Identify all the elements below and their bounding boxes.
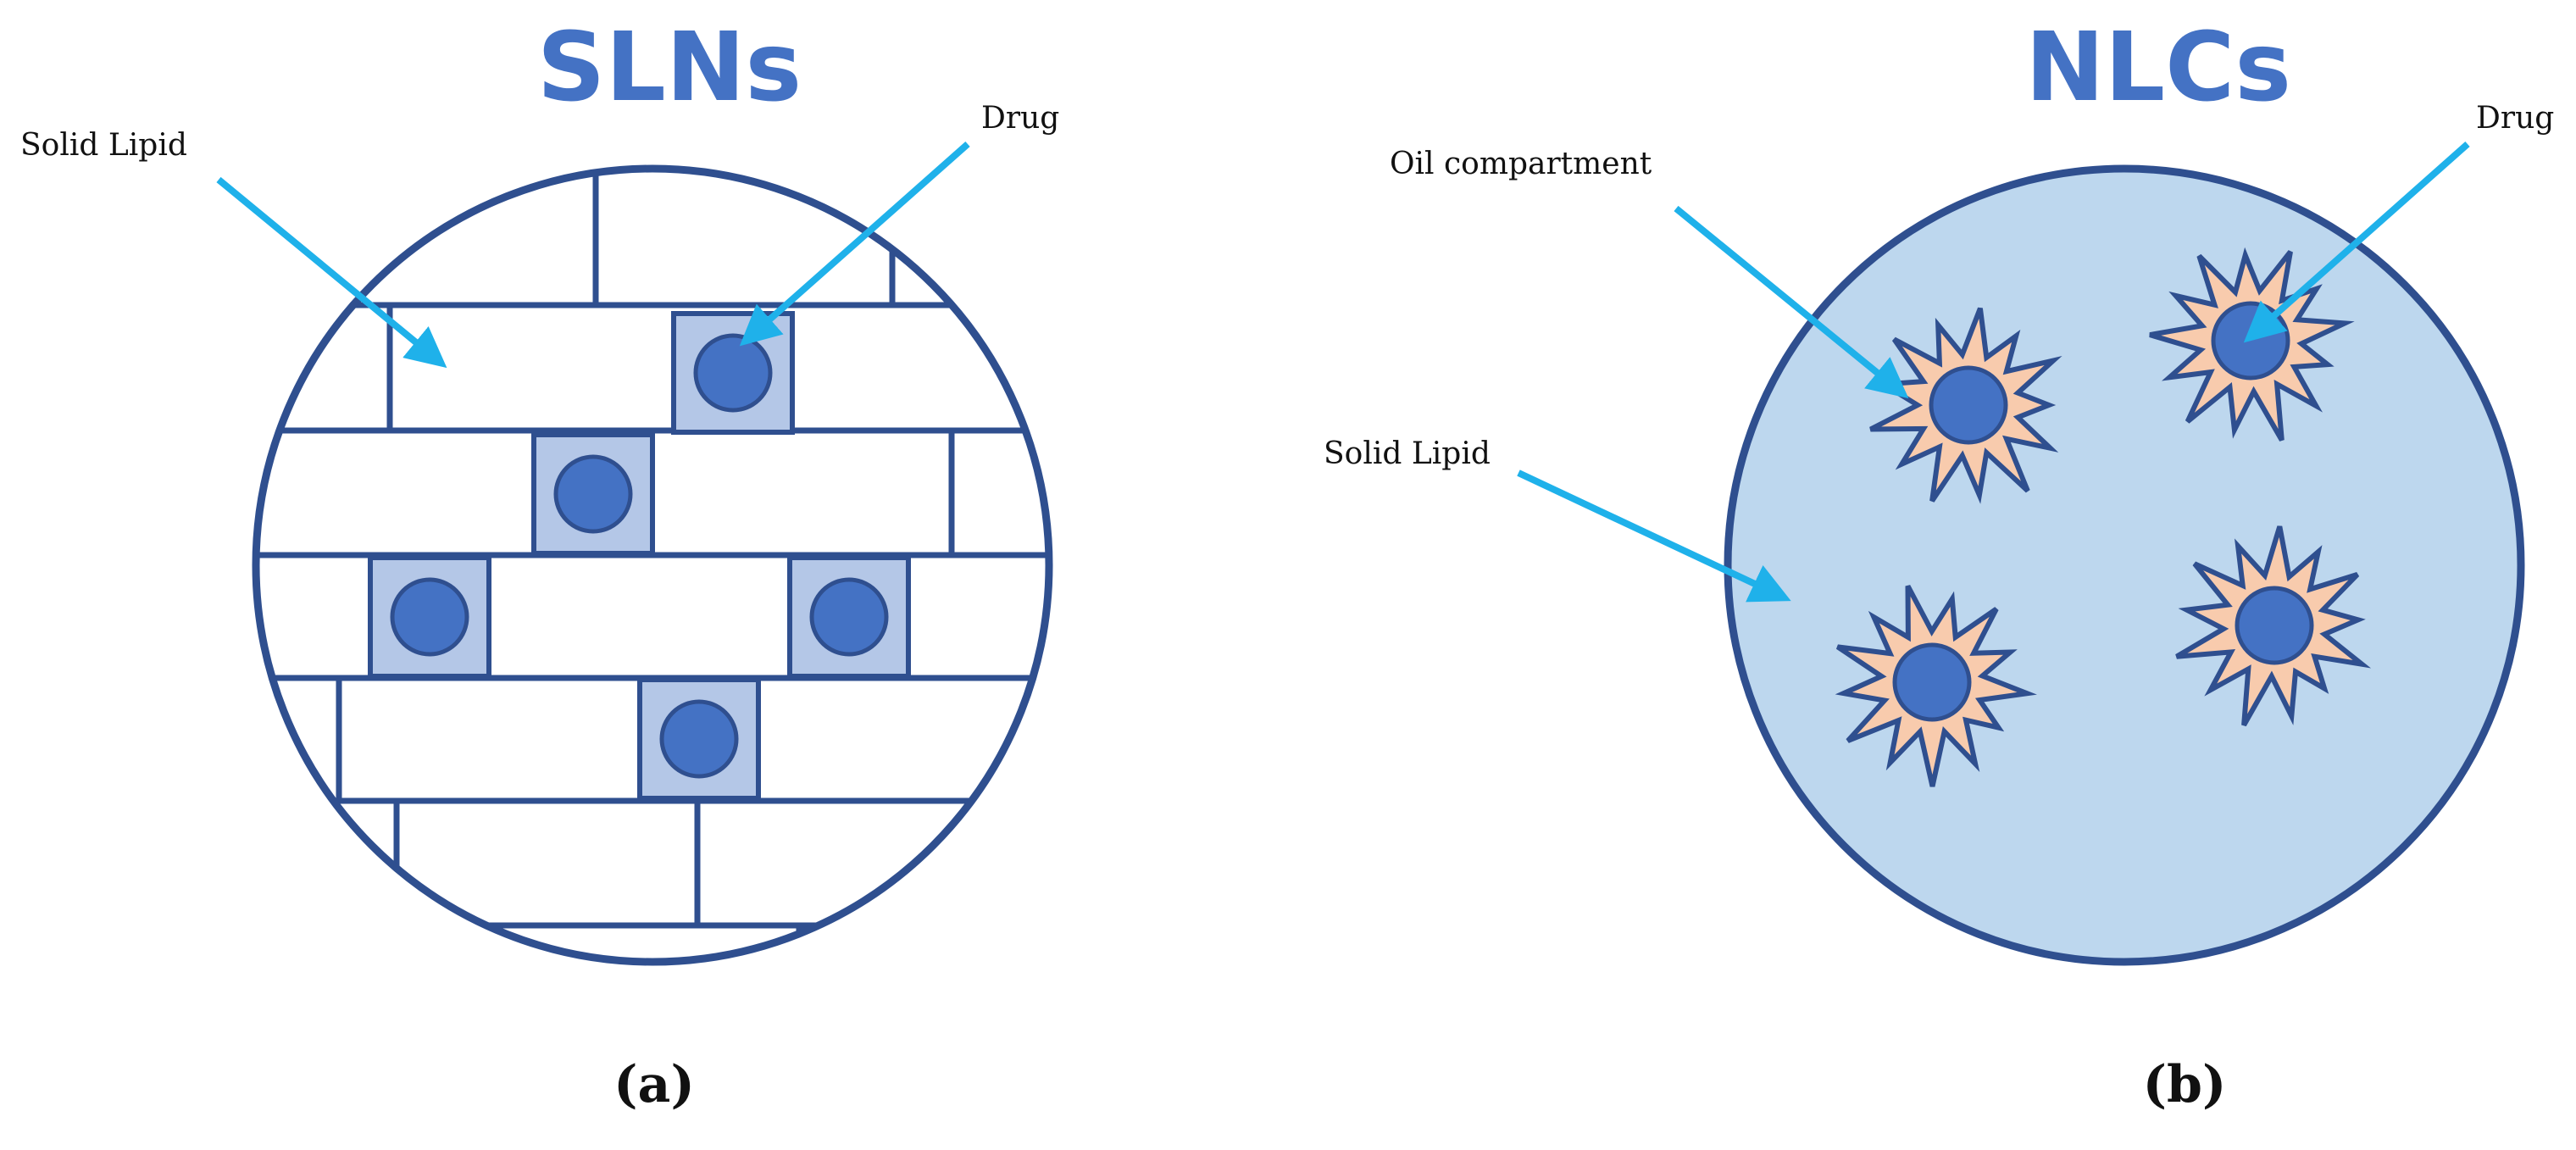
sln-drug-molecule	[659, 699, 739, 779]
nlc-drug-molecule	[1892, 642, 1972, 722]
nlc-title: NLCs	[2025, 13, 2291, 123]
sln-drug-cells	[368, 311, 911, 801]
sln-drug-molecule	[390, 577, 469, 657]
label-arrows	[216, 142, 2470, 603]
sln-drug-molecule	[693, 333, 773, 413]
nlc-drug-molecule	[2235, 586, 2314, 665]
nlc-caption: (b)	[2142, 1055, 2227, 1114]
sln-drug-arrow	[739, 142, 970, 347]
nlc-oil-compartment-label: Oil compartment	[1390, 147, 1652, 181]
sln-drug-molecule	[809, 577, 889, 657]
nlc-particle	[1724, 164, 2525, 966]
sln-title: SLNs	[536, 13, 802, 123]
sln-particle	[252, 164, 1053, 966]
sln-solid-lipid-label: Solid Lipid	[20, 128, 187, 163]
nlc-drug-molecule	[1929, 365, 2008, 445]
sln-circle-background	[256, 169, 1049, 962]
sln-caption: (a)	[613, 1055, 695, 1114]
nlc-drug-label: Drug	[2476, 101, 2555, 136]
nlc-solid-lipid-label: Solid Lipid	[1324, 436, 1491, 471]
sln-drug-molecule	[553, 454, 633, 534]
sln-solid-lipid-arrow	[216, 176, 447, 369]
nlc-drug-arrow	[2243, 142, 2470, 343]
sln-circle-outline	[252, 164, 1053, 966]
nlc-oil-compartment-arrow	[1674, 205, 1909, 399]
nlc-solid-lipid-arrow	[1517, 469, 1791, 603]
sln-drug-label: Drug	[981, 101, 1060, 136]
nlc-solid-lipid-matrix	[1724, 164, 2525, 966]
